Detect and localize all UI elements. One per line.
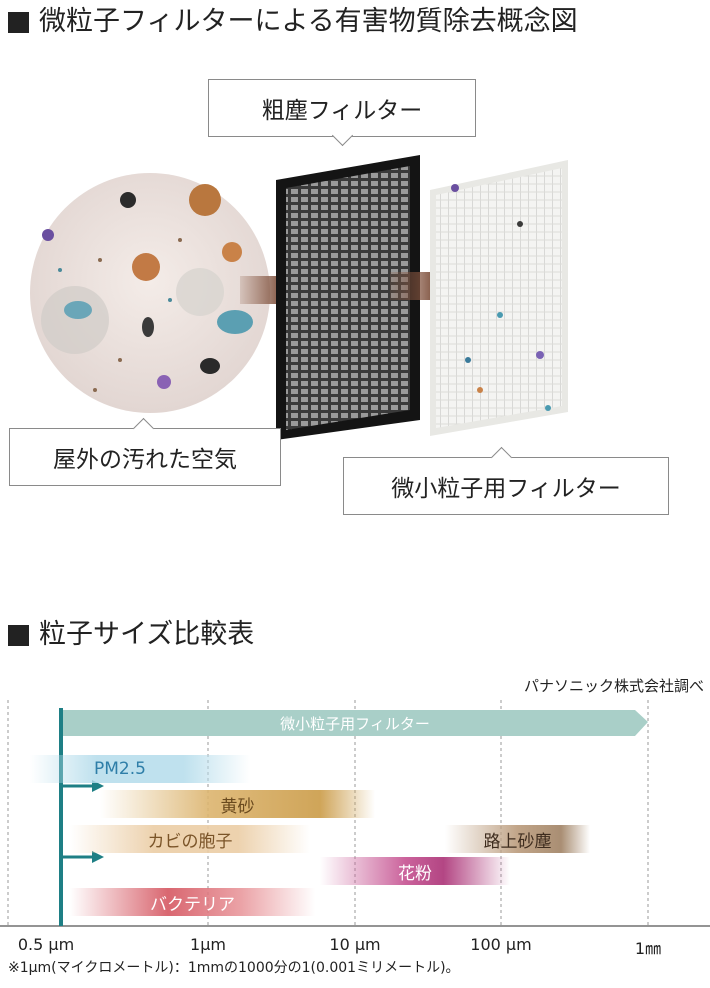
particle-label-kosa: 黄砂 — [220, 796, 255, 817]
particle-label-pollen: 花粉 — [398, 863, 432, 884]
particle-label-mold: カビの胞子 — [147, 831, 233, 852]
callout-coarse-filter: 粗塵フィルター — [208, 79, 476, 147]
callout-fine-filter: 微小粒子用フィルター — [343, 446, 669, 515]
footnote: ※1μm(マイクロメートル)：1mmの1000分の1(0.001ミリメートル)。 — [8, 960, 460, 976]
dirty-air-circle — [30, 173, 270, 413]
filter-range-band — [62, 710, 648, 736]
section-title-text: 粒子サイズ比較表 — [39, 619, 255, 650]
tick-label: 1㎜ — [634, 939, 662, 958]
particle-label-bacteria: バクテリア — [150, 894, 235, 915]
callout-fine-filter-label: 微小粒子用フィルター — [391, 476, 621, 502]
size-chart-grid — [0, 700, 710, 927]
particle-band-kosa: 黄砂 — [100, 790, 375, 818]
particle-band-bacteria: バクテリア — [70, 888, 315, 916]
tick-label: 1μm — [190, 935, 226, 954]
filter-concept-illustration — [30, 155, 568, 440]
callout-outdoor-air: 屋外の汚れた空気 — [9, 417, 281, 486]
coarse-filter-image — [276, 155, 420, 440]
filter-range-text: 微小粒子用フィルター — [280, 714, 430, 733]
particle-label-pm25: PM2.5 — [94, 759, 146, 779]
tick-label: 0.5 μm — [17, 935, 75, 954]
particle-band-road: 路上砂塵 — [445, 825, 590, 853]
tick-label: 100 μm — [470, 935, 532, 954]
min-size-line — [59, 708, 63, 926]
callout-coarse-filter-label: 粗塵フィルター — [261, 98, 423, 124]
particle-band-pm25: PM2.5 — [30, 755, 250, 783]
title-square-icon — [8, 11, 29, 33]
callout-outdoor-air-label: 屋外の汚れた空気 — [53, 447, 237, 473]
section-title-concept: 微粒子フィルターによる有害物質除去概念図 — [8, 6, 578, 38]
particle-band-pollen: 花粉 — [320, 857, 510, 885]
tick-label: 10 μm — [329, 935, 381, 954]
particle-label-road: 路上砂塵 — [483, 831, 552, 852]
title-square-icon — [8, 624, 29, 646]
section-title-size: 粒子サイズ比較表 — [8, 619, 254, 651]
filter-range-label: 微小粒子用フィルター — [62, 710, 648, 736]
fine-filter-image — [430, 160, 568, 436]
section-title-text: 微粒子フィルターによる有害物質除去概念図 — [39, 6, 578, 37]
source-credit: パナソニック株式会社調べ — [523, 677, 704, 695]
particle-band-mold: カビの胞子 — [70, 825, 310, 853]
